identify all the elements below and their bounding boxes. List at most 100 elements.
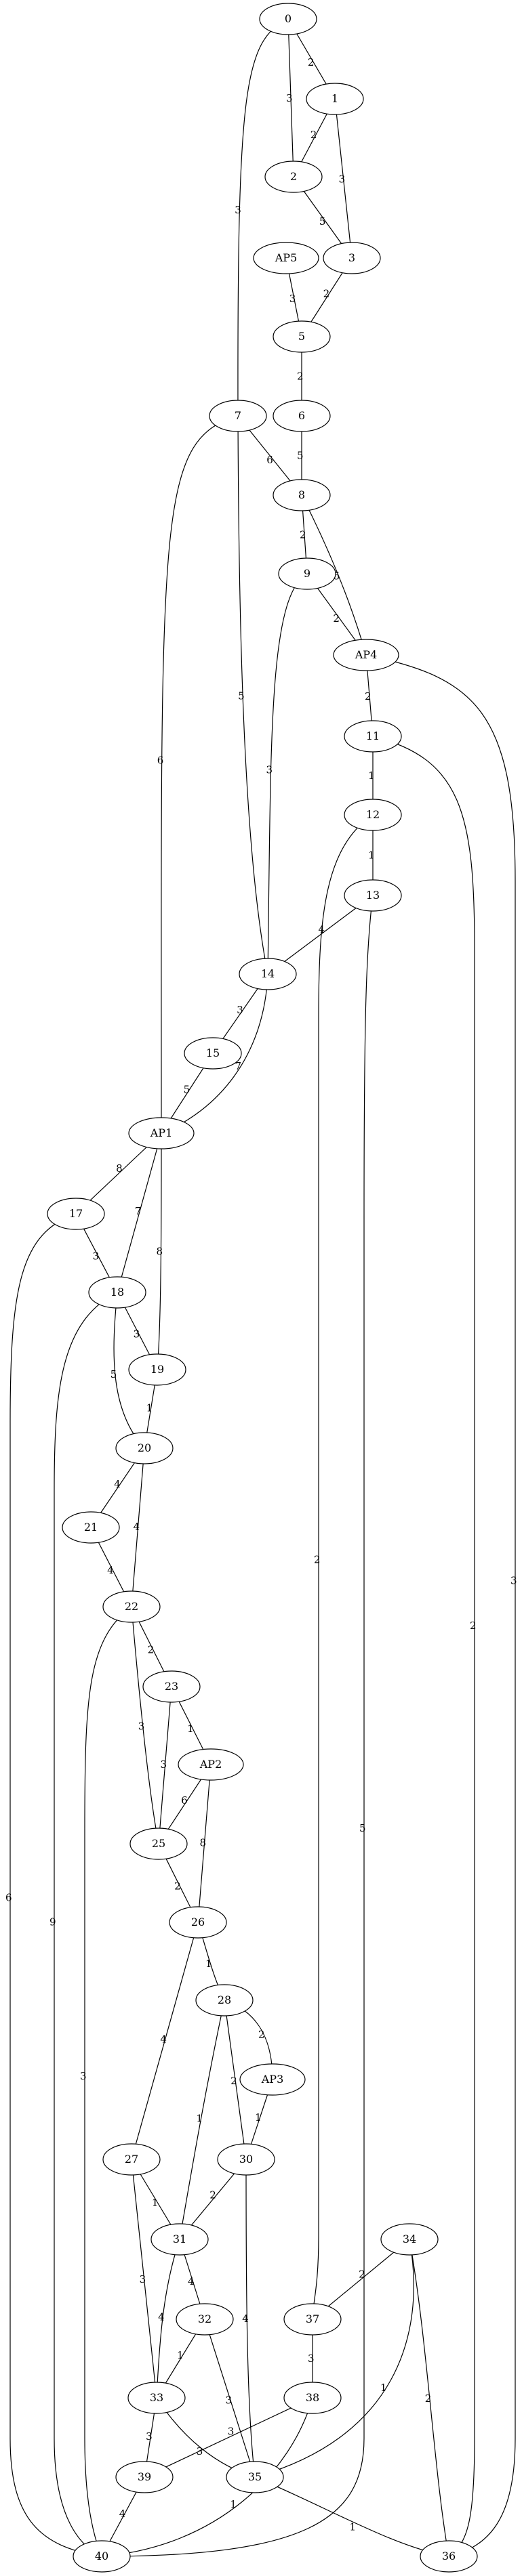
node-ellipse — [273, 400, 331, 432]
edge-weight-label: 4 — [114, 1478, 121, 1490]
graph-node-9: 9 — [278, 557, 336, 590]
node-label: 11 — [366, 730, 380, 742]
node-ellipse — [115, 1432, 174, 1464]
edge-weight-label: 5 — [297, 450, 304, 462]
edge-weight-label: 3 — [286, 92, 293, 104]
edge-weight-label: 2 — [310, 129, 317, 141]
graph-node-27: 27 — [102, 2143, 161, 2176]
edge-weight-label: 6 — [266, 454, 273, 466]
graph-node-36: 36 — [420, 2540, 478, 2573]
edge-34-37 — [312, 2239, 410, 2320]
edge-weight-label: 2 — [258, 2028, 265, 2040]
node-ellipse — [102, 1590, 161, 1623]
node-ellipse — [142, 1670, 201, 1703]
node-ellipse — [127, 2382, 186, 2414]
edge-weight-label: 9 — [49, 1916, 56, 1928]
node-label: 39 — [138, 2470, 151, 2483]
edge-31-33 — [156, 2239, 180, 2399]
node-ellipse — [273, 320, 331, 353]
node-label: 12 — [366, 808, 380, 821]
node-label: 21 — [84, 1521, 98, 1534]
node-ellipse — [278, 557, 336, 590]
edge-weight-label: 2 — [297, 371, 304, 383]
node-label: 23 — [165, 1680, 178, 1693]
node-label: 33 — [150, 2391, 163, 2404]
graph-node-25: 25 — [129, 1828, 188, 1860]
node-ellipse — [239, 958, 297, 990]
node-ellipse — [380, 2223, 439, 2256]
edge-13-40 — [101, 895, 374, 2557]
edge-weight-label: 1 — [205, 1958, 212, 1970]
node-label: 13 — [366, 889, 380, 902]
edge-9-14 — [267, 573, 308, 975]
edge-38-40 — [101, 2397, 313, 2557]
edge-weight-label: 1 — [187, 1723, 194, 1735]
edge-weight-label: 4 — [242, 2313, 249, 2325]
node-label: 40 — [95, 2550, 108, 2562]
node-ellipse — [184, 1037, 242, 1070]
node-label: 19 — [150, 1363, 164, 1376]
edge-weight-label: 2 — [148, 1644, 155, 1656]
edge-weight-label: 3 — [228, 2426, 235, 2438]
edge-weight-label: 1 — [146, 1401, 153, 1414]
graph-node-20: 20 — [115, 1432, 174, 1464]
graph-node-12: 12 — [344, 799, 402, 831]
node-ellipse — [115, 2461, 174, 2493]
edge-weight-label: 3 — [510, 1575, 517, 1587]
edge-AP4-36 — [365, 654, 516, 2557]
edge-18-40 — [54, 1292, 118, 2557]
edge-weight-label: 2 — [425, 2392, 432, 2405]
node-ellipse — [253, 242, 319, 274]
edge-weight-label: 1 — [368, 849, 375, 862]
node-label: 2 — [290, 170, 297, 183]
edge-20-22 — [131, 1448, 145, 1607]
edge-weight-label: 4 — [160, 2033, 167, 2045]
node-label: 35 — [248, 2470, 262, 2483]
edges-layer — [9, 18, 516, 2557]
edge-AP1-19 — [157, 1133, 162, 1370]
graph-node-33: 33 — [127, 2382, 186, 2414]
edge-7-AP1 — [161, 415, 239, 1134]
graph-node-11: 11 — [344, 720, 402, 753]
edge-weight-label: 1 — [230, 2498, 237, 2510]
edge-weight-label: 6 — [157, 755, 164, 767]
edge-weight-label: 3 — [140, 2273, 146, 2285]
edge-1-3 — [334, 98, 353, 259]
node-ellipse — [176, 2303, 234, 2336]
node-label: 17 — [69, 1207, 83, 1220]
graph-node-14: 14 — [239, 958, 297, 990]
edge-weight-label: 2 — [174, 1880, 181, 1893]
node-label: 25 — [152, 1837, 165, 1850]
edge-weight-label: 1 — [350, 2521, 357, 2533]
node-ellipse — [169, 1906, 227, 1939]
edge-26-27 — [131, 1922, 199, 2160]
node-ellipse — [344, 879, 402, 912]
graph-node-40: 40 — [73, 2540, 131, 2573]
edge-weight-label: 3 — [235, 204, 241, 216]
edge-13-14 — [267, 895, 374, 975]
node-ellipse — [195, 1984, 254, 2017]
edge-weight-label: 8 — [200, 1837, 207, 1849]
edge-17-40 — [9, 1213, 102, 2557]
node-ellipse — [283, 2382, 342, 2414]
edge-0-7 — [237, 18, 289, 417]
graph-node-34: 34 — [380, 2223, 439, 2256]
edge-weight-label: 3 — [308, 2352, 315, 2365]
node-label: AP5 — [275, 251, 298, 264]
edge-weight-label: 8 — [116, 1162, 123, 1175]
node-label: AP3 — [261, 2073, 284, 2086]
graph-node-35: 35 — [226, 2461, 284, 2493]
edge-weight-label: 1 — [255, 2111, 262, 2124]
graph-node-1: 1 — [306, 83, 364, 115]
edge-weight-label: 3 — [289, 293, 296, 305]
edge-AP2-26 — [197, 1764, 212, 1923]
edge-weight-label: 3 — [226, 2394, 233, 2407]
edge-weight-label: 3 — [138, 1720, 145, 1733]
node-label: 5 — [298, 330, 305, 343]
edge-18-20 — [113, 1292, 145, 1449]
graph-node-ap1: AP1 — [128, 1117, 195, 1149]
node-ellipse — [128, 1117, 195, 1149]
edge-weight-label: 3 — [146, 2430, 153, 2443]
node-ellipse — [129, 1828, 188, 1860]
